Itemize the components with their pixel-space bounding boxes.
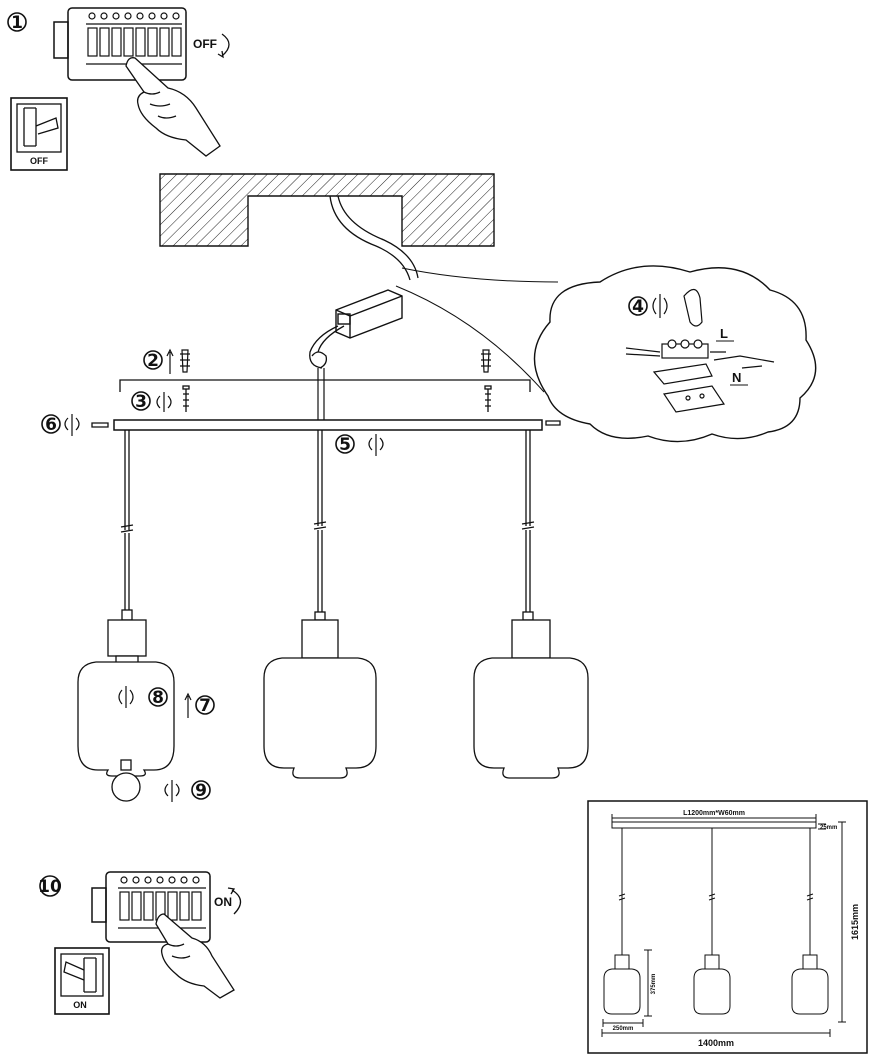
breaker-icon <box>91 871 211 943</box>
shade-height-dimension: 375mm <box>651 974 657 995</box>
total-height-dimension: 1615mm <box>850 904 860 940</box>
callout-line <box>395 267 559 393</box>
pendant-center <box>263 430 377 779</box>
screw-icon <box>182 385 190 412</box>
wall-plug-icon <box>481 349 491 373</box>
supply-cable <box>329 195 419 281</box>
on-switch-box: ON <box>54 947 110 1015</box>
ceiling <box>159 173 495 247</box>
mounting-bracket-outline <box>119 379 531 392</box>
rotate-icon <box>156 392 172 412</box>
side-screw-icon <box>91 420 561 428</box>
rotate-icon <box>64 414 80 436</box>
rotate-icon <box>652 297 668 315</box>
canopy-height-dimension: 25mm <box>820 825 837 831</box>
rotate-icon <box>164 780 180 802</box>
step-2-number: 2 <box>147 351 159 371</box>
off-label: OFF <box>193 37 217 51</box>
terminal-block <box>652 339 726 413</box>
off-switch-box: OFF <box>10 97 68 171</box>
arrow-up-icon <box>166 348 174 374</box>
rotate-icon <box>231 889 242 915</box>
arrow-icon <box>741 365 763 369</box>
hand-icon <box>683 288 703 327</box>
step-1-number: 1 <box>11 13 23 33</box>
pendant-right <box>473 430 589 779</box>
hand-icon <box>155 913 235 999</box>
step-10-group: 10 ON <box>38 871 242 1015</box>
arrow-up-icon <box>184 692 192 718</box>
on-box-label: ON <box>73 1000 87 1010</box>
step-1-badge <box>7 12 27 32</box>
live-label: L <box>720 326 728 341</box>
on-label: ON <box>214 895 232 909</box>
rotate-icon <box>368 434 384 456</box>
junction-box <box>335 289 403 339</box>
pendant-left <box>77 430 175 777</box>
off-box-label: OFF <box>30 156 48 166</box>
shade-width-dimension: 250mm <box>613 1026 634 1032</box>
canopy-bar <box>113 419 543 431</box>
bulb-icon <box>111 759 141 802</box>
canopy-dimension: L1200mm*W60mm <box>683 810 745 817</box>
rotate-icon <box>221 33 230 57</box>
screw-icon <box>484 385 492 412</box>
rotate-icon <box>118 686 134 708</box>
breaker-icon <box>53 7 187 81</box>
dimension-drawing: L1200mm*W60mm 25mm 1615mm 375mm 250mm 14… <box>587 800 868 1054</box>
total-width-dimension: 1400mm <box>698 1038 734 1048</box>
hanging-cable <box>309 325 339 369</box>
step-5-number: 5 <box>339 435 351 455</box>
step-4-bubble: 4 L N <box>533 265 817 443</box>
step-1-group: 1 OFF <box>7 7 230 171</box>
wall-plug-icon <box>180 349 190 373</box>
step-9-number: 9 <box>195 781 207 801</box>
hand-icon <box>125 57 221 157</box>
step-3-number: 3 <box>135 392 147 412</box>
neutral-label: N <box>732 370 741 385</box>
step-7-number: 7 <box>199 696 211 716</box>
step-10-number: 10 <box>38 877 62 897</box>
step-6-number: 6 <box>45 415 57 435</box>
step-4-number: 4 <box>632 297 644 317</box>
step-8-number: 8 <box>152 688 164 708</box>
